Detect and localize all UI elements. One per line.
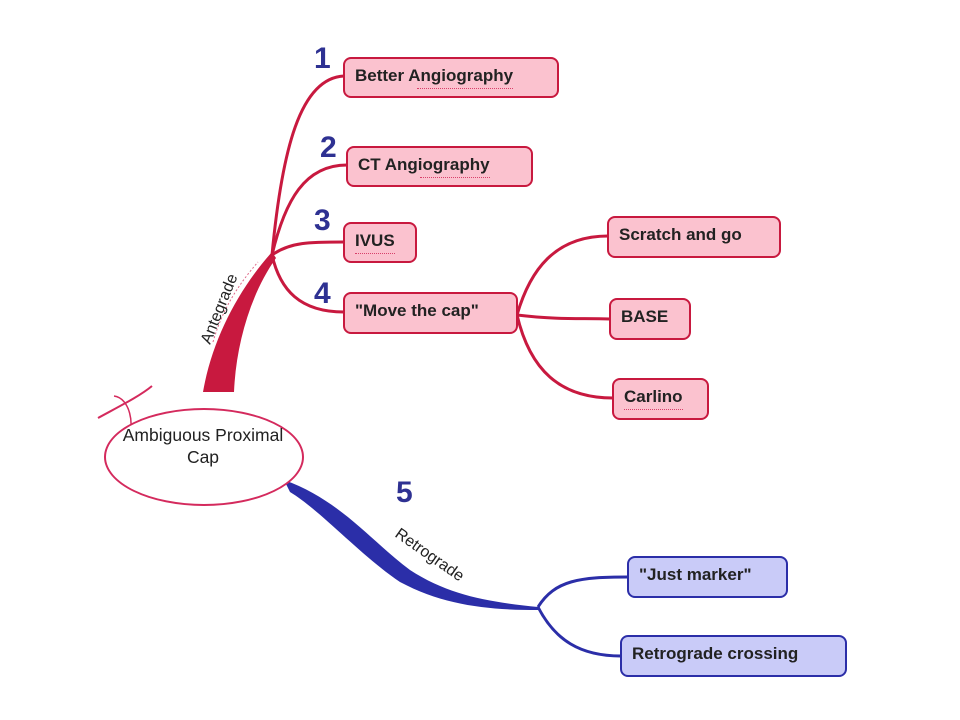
node-label: Better Angiography xyxy=(355,66,514,89)
node-label: BASE xyxy=(621,307,669,326)
node-scratch-and-go[interactable]: Scratch and go xyxy=(607,216,781,258)
antegrade-main-branch xyxy=(203,252,276,392)
node-label: CT Angiography xyxy=(358,155,490,178)
connector-retrograde-crossing xyxy=(536,606,622,658)
node-ct-angiography[interactable]: CT Angiography xyxy=(346,146,533,187)
antegrade-label-underline xyxy=(212,261,259,343)
node-move-the-cap[interactable]: "Move the cap" xyxy=(343,292,518,334)
node-label: "Just marker" xyxy=(639,565,752,584)
number-badge-2: 2 xyxy=(320,131,337,164)
node-carlino[interactable]: Carlino xyxy=(612,378,709,420)
connector-scratch-and-go xyxy=(515,234,609,316)
node-label: Scratch and go xyxy=(619,225,742,244)
node-retrograde-crossing[interactable]: Retrograde crossing xyxy=(620,635,847,677)
connector-just-marker xyxy=(536,575,629,608)
number-badge-4: 4 xyxy=(314,277,331,310)
node-base[interactable]: BASE xyxy=(609,298,691,340)
central-topic-line2: Cap xyxy=(186,447,220,467)
node-better-angiography[interactable]: Better Angiography xyxy=(343,57,559,98)
node-label: Retrograde crossing xyxy=(632,644,799,663)
node-just-marker[interactable]: "Just marker" xyxy=(627,556,788,598)
central-topic-text: Ambiguous Proximal Cap xyxy=(90,424,316,468)
connector-base xyxy=(516,313,611,321)
connector-ct-angiography xyxy=(270,163,348,256)
connector-move-the-cap xyxy=(270,254,345,314)
connector-carlino xyxy=(515,314,614,400)
number-badge-3: 3 xyxy=(314,204,331,237)
number-badge-1: 1 xyxy=(314,42,331,75)
central-flourish xyxy=(97,385,153,419)
connector-better-angiography xyxy=(270,74,345,256)
central-topic-line1: Ambiguous Proximal xyxy=(122,425,284,445)
number-badge-5: 5 xyxy=(396,476,413,509)
connector-ivus xyxy=(271,240,345,257)
node-ivus[interactable]: IVUS xyxy=(343,222,417,263)
node-label: "Move the cap" xyxy=(355,301,479,320)
node-label: IVUS xyxy=(355,231,395,254)
central-topic[interactable] xyxy=(104,408,304,506)
retrograde-main-branch xyxy=(284,480,538,610)
node-label: Carlino xyxy=(624,387,683,410)
